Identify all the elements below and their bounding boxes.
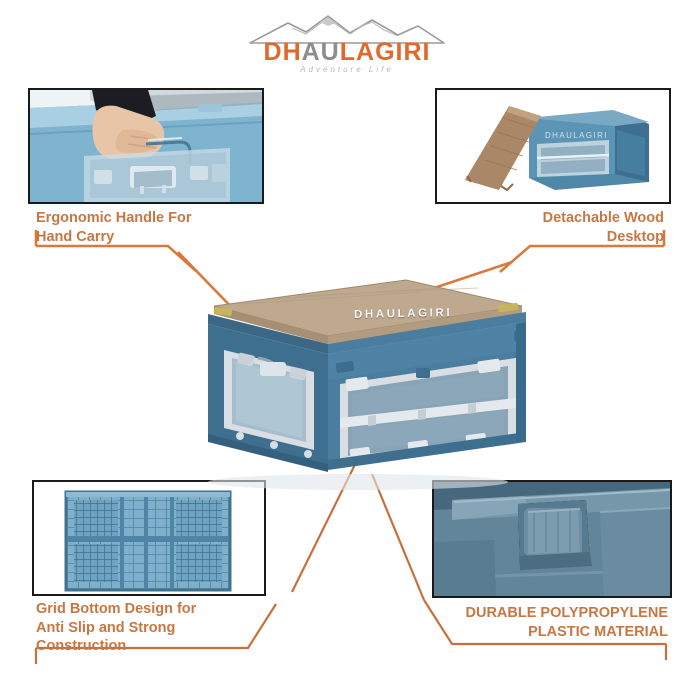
logo-tagline: Adventure Life xyxy=(300,65,394,74)
callout-line: Grid Bottom Design for xyxy=(36,601,197,617)
logo-wordmark: DHAULAGIRI xyxy=(263,38,431,66)
svg-text:DHAULAGIRI: DHAULAGIRI xyxy=(545,131,608,140)
inset-photo-ergonomic-handle xyxy=(28,88,264,204)
callout-line: Desktop xyxy=(606,228,664,245)
inset-photo-grid-bottom xyxy=(32,480,266,596)
brand-logo: DHAULAGIRI Adventure Life xyxy=(232,14,462,76)
product-brand-text: DHAULAGIRI xyxy=(353,306,453,322)
folding-crate-illustration xyxy=(208,279,526,490)
callout-line: Detachable Wood xyxy=(542,210,664,226)
callout-label-plastic-material: DURABLE POLYPROPYLENE PLASTIC MATERIAL xyxy=(420,604,669,641)
inset-photo-detachable-wood: DHAULAGIRI xyxy=(435,88,671,204)
callout-line: PLASTIC MATERIAL xyxy=(528,623,668,640)
callout-line: Hand Carry xyxy=(36,228,115,245)
callout-line: DURABLE POLYPROPYLENE xyxy=(465,605,669,621)
connector-plastic-leader xyxy=(370,473,426,601)
detached-wood-board-photo: DHAULAGIRI xyxy=(437,90,669,202)
grid-bottom-underside-photo xyxy=(34,482,264,594)
callout-line: Anti Slip and Strong xyxy=(36,619,176,636)
mountain-range-icon xyxy=(249,15,445,44)
hand-gripping-handle-photo xyxy=(30,90,262,202)
callout-line: Ergonomic Handle For xyxy=(36,210,192,226)
main-product-image: DHAULAGIRI xyxy=(178,258,530,490)
wood-lid-top xyxy=(214,280,522,336)
callout-label-grid-bottom: Grid Bottom Design for Anti Slip and Str… xyxy=(36,600,272,656)
callout-line: Construction xyxy=(36,638,127,655)
plastic-latch-closeup-photo xyxy=(434,482,670,596)
callout-label-detachable-wood: Detachable Wood Desktop xyxy=(436,209,664,246)
callout-label-ergonomic-handle: Ergonomic Handle For Hand Carry xyxy=(36,209,266,246)
inset-photo-plastic-material xyxy=(432,480,672,598)
